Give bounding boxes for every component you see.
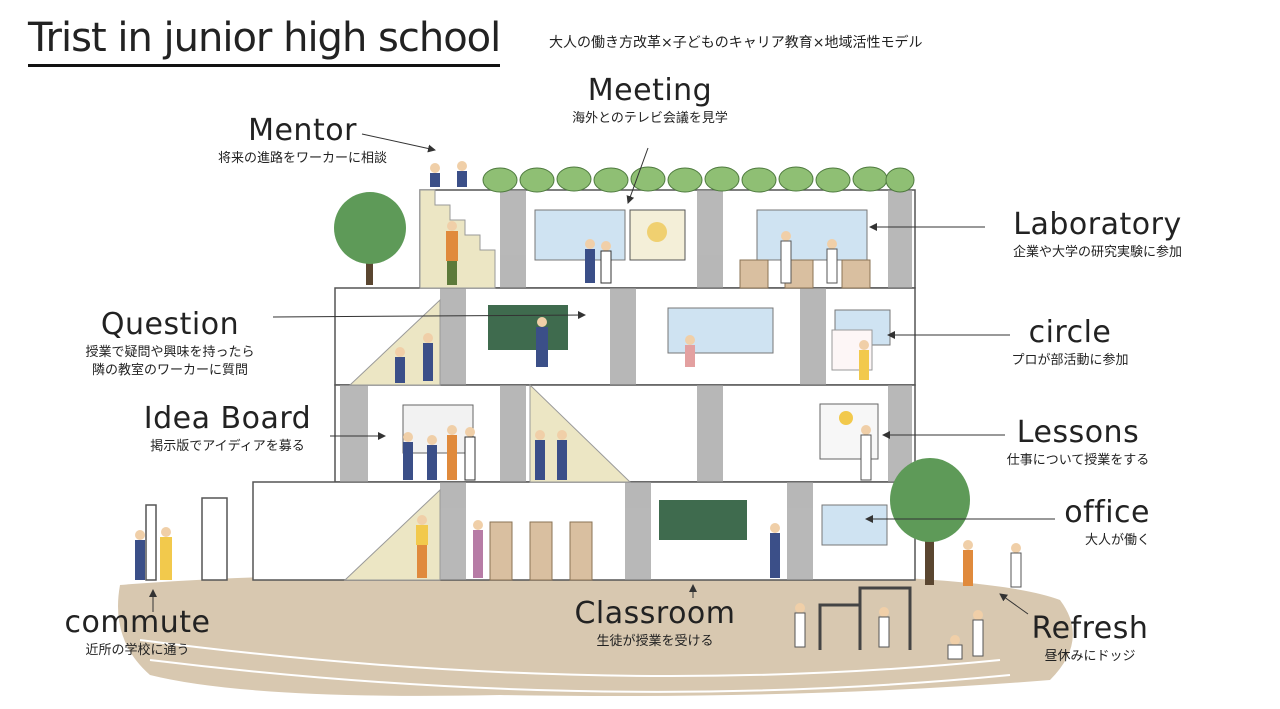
label-idea-board-title: Idea Board [143,401,312,436]
rooftop-bushes [482,166,915,193]
curtains [340,190,912,580]
label-idea-board: Idea Board 掲示版でアイディアを募る [120,402,335,456]
page-title: Trist in junior high school [28,14,501,67]
label-commute: commute 近所の学校に通う [55,606,220,660]
label-laboratory: Laboratory 企業や大学の研究実験に参加 [985,208,1210,262]
label-laboratory-desc: 企業や大学の研究実験に参加 [1012,245,1182,260]
furniture [489,259,871,581]
label-lessons-title: Lessons [1016,415,1140,450]
label-classroom-title: Classroom [574,596,736,631]
tree-right [890,458,970,585]
label-idea-board-desc: 掲示版でアイディアを募る [150,439,305,454]
label-question-title: Question [100,307,240,342]
horizontal-bars [818,586,912,650]
label-circle: circle プロが部活動に参加 [980,316,1160,370]
label-circle-title: circle [1028,315,1112,350]
label-mentor: Mentor 将来の進路をワーカーに相談 [190,114,415,168]
label-mentor-title: Mentor [248,113,357,148]
label-commute-desc: 近所の学校に通う [85,643,190,658]
label-question: Question 授業で疑問や興味を持ったら 隣の教室のワーカーに質問 [55,308,285,380]
label-meeting-title: Meeting [587,73,713,108]
label-office-title: office [1064,495,1150,530]
people [135,161,1022,660]
school-gate [145,497,228,581]
label-question-desc-1: 授業で疑問や興味を持ったら [85,345,255,360]
label-refresh: Refresh 昼休みにドッジ [1010,612,1170,666]
page-subtitle: 大人の働き方改革×子どものキャリア教育×地域活性モデル [549,35,923,51]
label-meeting-desc: 海外とのテレビ会議を見学 [572,111,728,126]
label-laboratory-title: Laboratory [1013,207,1182,242]
label-mentor-desc: 将来の進路をワーカーに相談 [217,151,387,166]
label-classroom-desc: 生徒が授業を受ける [596,634,714,649]
label-refresh-title: Refresh [1031,611,1149,646]
tree-left [334,192,406,285]
label-lessons: Lessons 仕事について授業をする [978,416,1178,470]
label-office: office 大人が働く [1010,496,1150,550]
label-circle-desc: プロが部活動に参加 [1011,353,1129,368]
label-arrows [149,133,1055,615]
label-classroom: Classroom 生徒が授業を受ける [565,597,745,651]
label-question-desc-2: 隣の教室のワーカーに質問 [91,363,248,378]
label-lessons-desc: 仕事について授業をする [1006,453,1150,468]
label-meeting: Meeting 海外とのテレビ会議を見学 [540,74,760,128]
label-refresh-desc: 昼休みにドッジ [1044,649,1136,664]
label-office-desc: 大人が働く [1084,533,1150,548]
label-commute-title: commute [64,605,211,640]
